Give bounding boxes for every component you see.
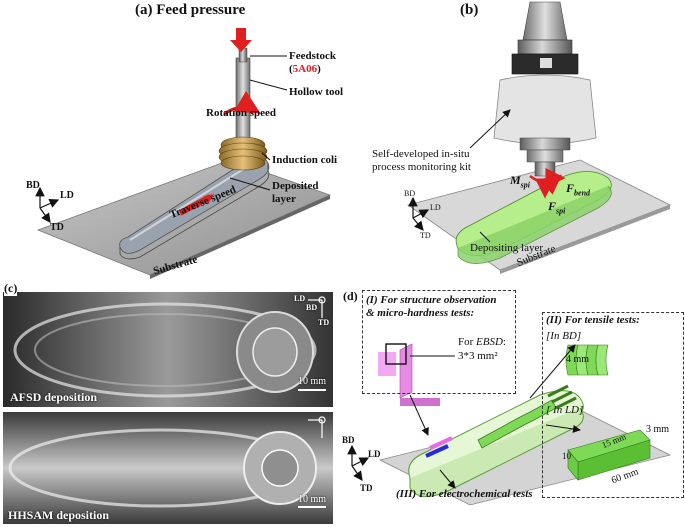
- kit-label-2: process monitoring kit: [372, 161, 471, 173]
- scale-bar-top: 10 mm: [298, 376, 327, 387]
- depositing-layer-b: [455, 171, 612, 264]
- axis-ld-d: LD: [368, 449, 381, 459]
- axis-ld-a: LD: [60, 190, 74, 201]
- ebsd-sample: [378, 343, 440, 406]
- photo-hhsam: [3, 412, 333, 524]
- deposited-layer-label-1: Deposited: [272, 180, 319, 192]
- axis-bd-d: BD: [342, 435, 355, 445]
- photo-axis-ld: LD: [294, 294, 306, 303]
- deposited-layer-label-2: layer: [272, 193, 296, 205]
- dim-4mm: 4 mm: [566, 354, 590, 365]
- in-bd-label: [In BD]: [546, 330, 582, 342]
- axes-a: [35, 186, 60, 223]
- rotation-arrow: [223, 91, 261, 116]
- box1-line2: & micro-hardness tests:: [366, 307, 475, 319]
- panel-b-title: (b): [460, 2, 479, 18]
- hhsam-caption: HHSAM deposition: [8, 508, 110, 522]
- box-structure-observation: [362, 290, 516, 394]
- axis-td-a: TD: [50, 222, 64, 233]
- scale-bar-bottom: 10 mm: [298, 494, 327, 505]
- hollow-tool-label: Hollow tool: [289, 86, 344, 98]
- axes-b: [408, 196, 430, 231]
- tensile-bd-specimens: [565, 344, 609, 376]
- axis-td-b: TD: [420, 231, 431, 240]
- photo-afsd: [3, 292, 333, 407]
- in-ld-label: [ In LD]: [546, 404, 584, 416]
- f-bend-label: Fbend: [566, 181, 591, 198]
- box-tensile-tests: [542, 312, 684, 498]
- axes-d: [347, 444, 370, 481]
- box1-line1: (I) For structure observation: [366, 294, 497, 306]
- ebsd-size-label: 3*3 mm²: [458, 350, 498, 362]
- photo-axis-td: TD: [318, 318, 330, 327]
- box2-title: (II) For tensile tests:: [546, 314, 640, 326]
- spindle-machine: [493, 1, 597, 177]
- panel-a-title: (a) Feed pressure: [135, 2, 246, 18]
- f-spi-label: Fspi: [548, 199, 566, 216]
- depositing-layer-label: Depositing layer: [470, 242, 544, 254]
- rotation-speed-label: Rotation speed: [206, 107, 276, 119]
- axis-td-d: TD: [360, 483, 373, 493]
- dim-3mm: 3 mm: [646, 424, 670, 435]
- electrochem-label: (III) For electrochemical tests: [396, 488, 533, 500]
- panel-d-title: (d): [343, 289, 358, 303]
- kit-label-1: Self-developed in-situ: [372, 148, 470, 160]
- photo-axis-bd: BD: [306, 303, 318, 312]
- ebsd-label: For EBSD:: [458, 336, 506, 348]
- feedstock-material-label: (5A06): [289, 63, 321, 75]
- dim-10: 10: [562, 451, 571, 461]
- axis-ld-b: LD: [430, 203, 441, 212]
- panel-c-title: (c): [4, 281, 18, 296]
- m-spi-label: Mspi: [510, 173, 531, 190]
- feed-arrow: [236, 28, 246, 42]
- traverse-arrow: [178, 194, 212, 216]
- induction-coil: [218, 136, 268, 171]
- afsd-caption: AFSD deposition: [10, 390, 98, 404]
- feedstock-label: Feedstock: [289, 50, 337, 62]
- axis-bd-a: BD: [26, 180, 40, 191]
- tensile-ld-specimens: [567, 429, 651, 481]
- induction-coil-label: Induction coli: [272, 154, 338, 166]
- axis-bd-b: BD: [404, 189, 416, 198]
